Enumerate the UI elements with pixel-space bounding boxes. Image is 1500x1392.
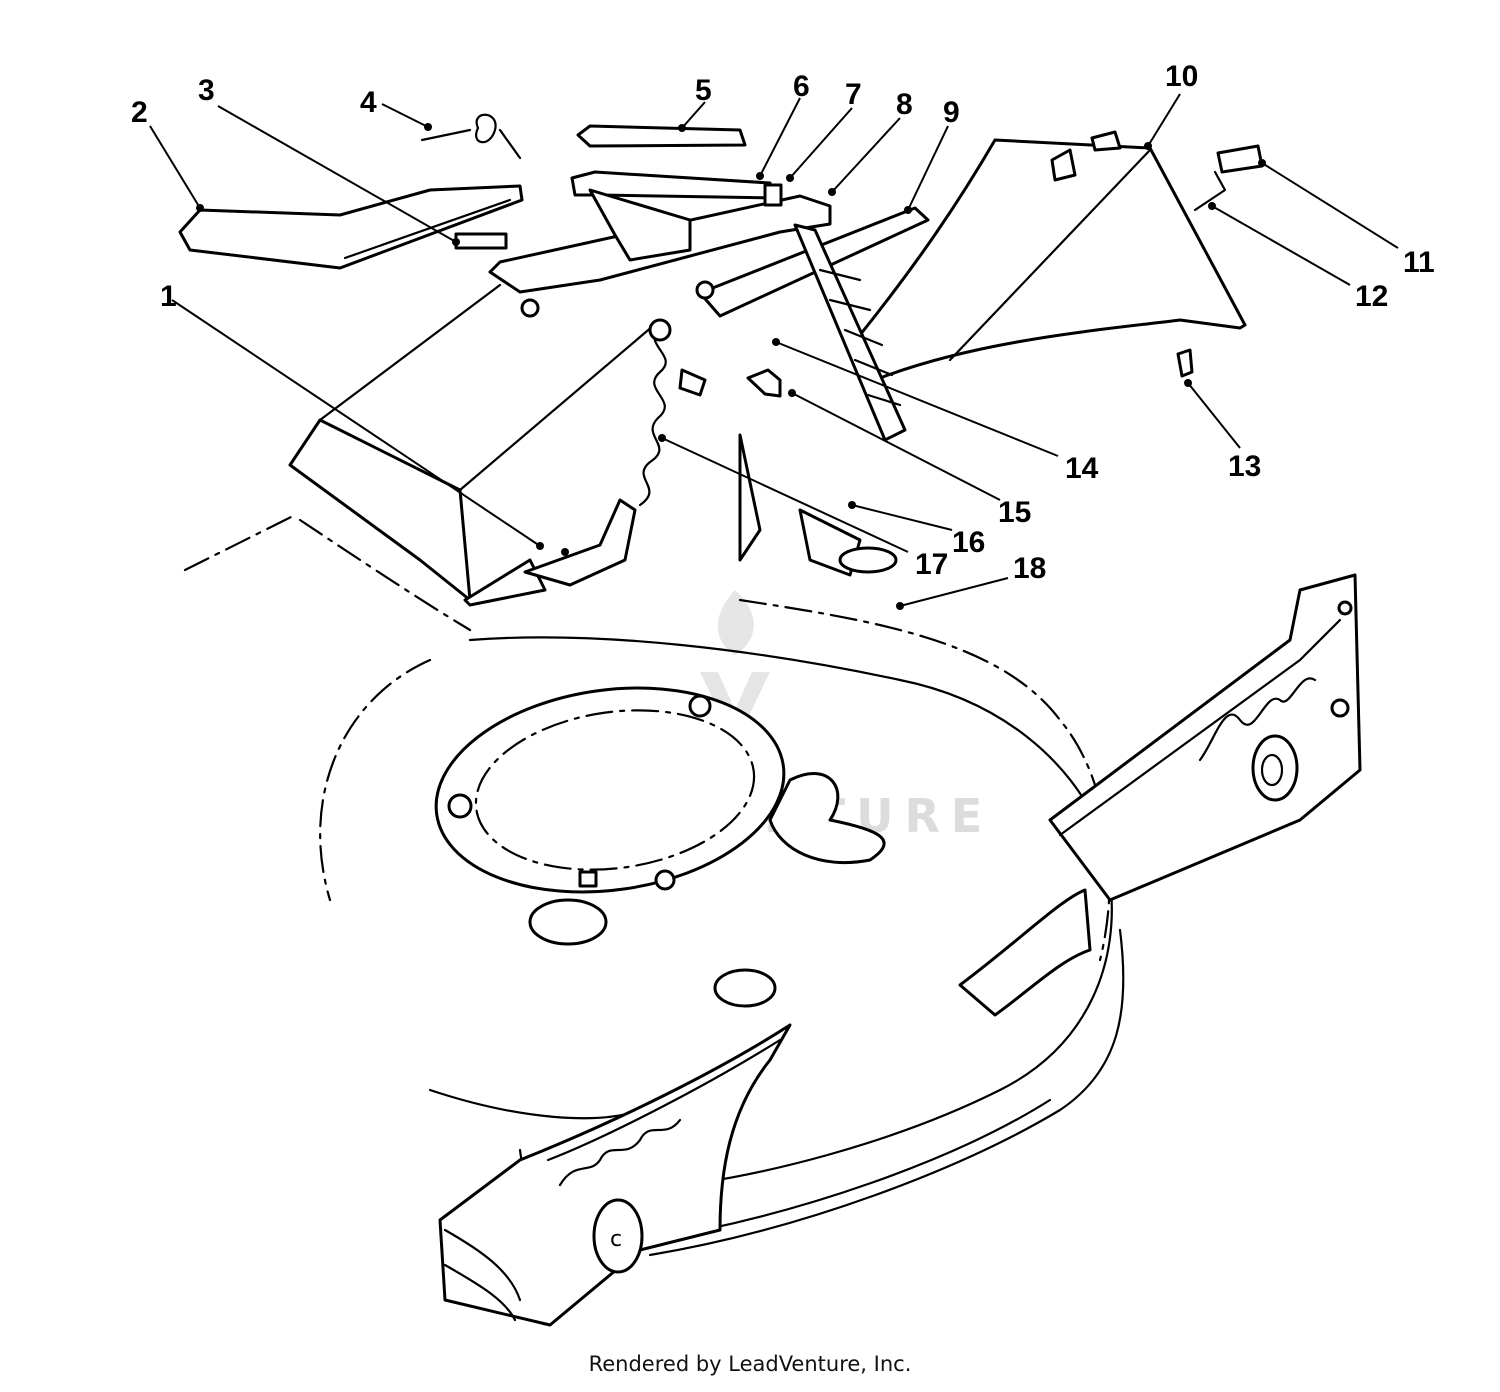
svg-text:c: c	[610, 1227, 622, 1252]
callout-17: 17	[915, 548, 948, 581]
callout-8: 8	[896, 88, 913, 121]
callout-14: 14	[1065, 452, 1099, 485]
callout-13: 13	[1228, 450, 1261, 483]
callout-leaders	[149, 93, 1399, 610]
callout-labels: 1 2 3 4 5 6 7 8 9 10 11 12 13 14 15 16 1…	[131, 60, 1435, 585]
callout-4: 4	[360, 86, 377, 119]
callout-12: 12	[1355, 280, 1388, 313]
callout-10: 10	[1165, 60, 1198, 93]
callout-2: 2	[131, 96, 148, 129]
callout-15: 15	[998, 496, 1031, 529]
discharge-chute-assembly	[178, 113, 1264, 607]
mower-deck: c	[183, 513, 1362, 1332]
callout-1: 1	[160, 280, 177, 313]
callout-5: 5	[695, 74, 712, 107]
callout-16: 16	[952, 526, 985, 559]
callout-11: 11	[1403, 246, 1435, 279]
render-credit: Rendered by LeadVenture, Inc.	[588, 1352, 912, 1376]
callout-3: 3	[198, 74, 215, 107]
callout-7: 7	[845, 78, 862, 111]
callout-18: 18	[1013, 552, 1046, 585]
callout-9: 9	[943, 96, 960, 129]
callout-6: 6	[793, 70, 810, 103]
